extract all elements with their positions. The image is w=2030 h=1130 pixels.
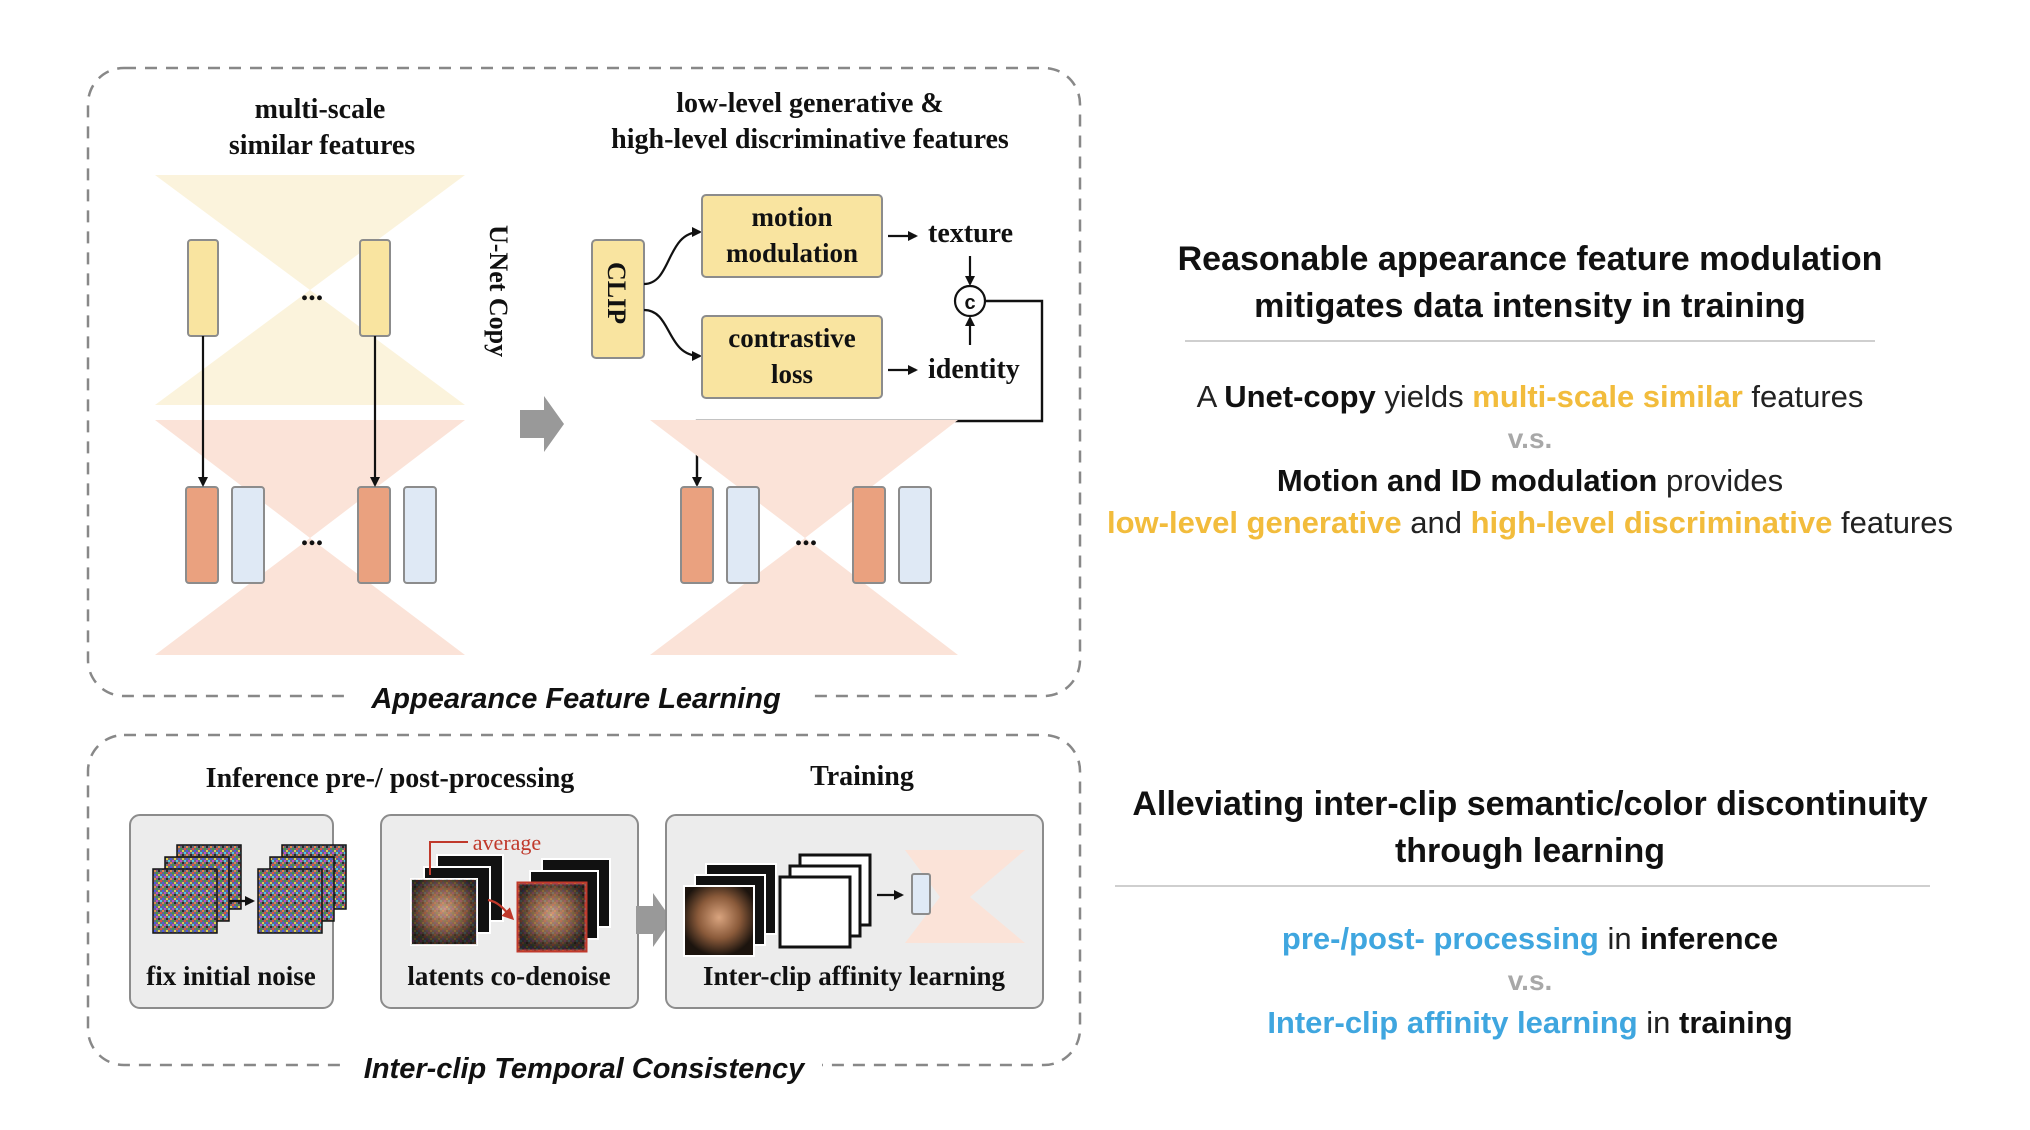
latent-noise-overlay-right — [518, 883, 586, 951]
inference-caption: Inference pre-/ post-processing — [206, 763, 575, 794]
summary-bottom-line1: pre-/post- processing in inference — [1080, 918, 1980, 960]
multi-scale-term: multi-scale similar — [1472, 379, 1743, 414]
latent-noise-overlay-left — [411, 879, 477, 945]
affinity-learning-label: Inter-clip affinity learning — [703, 961, 1005, 991]
summary-top-heading-line2: mitigates data intensity in training — [1254, 287, 1806, 325]
main-unet-block-3 — [357, 486, 391, 584]
ellipsis-main-unet-left: ... — [301, 519, 324, 552]
unet-copy-shape — [155, 175, 465, 405]
generative-caption-line2: high-level discriminative features — [611, 124, 1009, 155]
text-features: features — [1742, 379, 1864, 414]
summary-top-heading-line1: Reasonable appearance feature modulation — [1177, 240, 1883, 278]
clip-label: CLIP — [602, 262, 631, 324]
clip-to-motion-arrow — [643, 227, 702, 286]
generative-caption-line1: low-level generative & — [676, 88, 943, 119]
contrastive-box-line1: contrastive — [728, 323, 855, 353]
main-unet-left-shape — [155, 420, 465, 655]
average-label: average — [473, 830, 541, 855]
summary-top-body: A Unet-copy yields multi-scale similar f… — [1080, 376, 1980, 544]
inference-term: inference — [1640, 921, 1779, 956]
main-unet-right-block-4 — [898, 486, 932, 584]
empty-frames-stack — [778, 853, 872, 949]
noise-stack-left — [152, 844, 242, 934]
summary-bottom-body: pre-/post- processing in inference v.s. … — [1080, 918, 1980, 1044]
main-unet-block-4 — [403, 486, 437, 584]
multi-scale-caption-line2: similar features — [229, 130, 415, 161]
clip-block — [591, 239, 645, 359]
clip-to-contrastive-arrow — [643, 308, 702, 361]
unet-copy-term: Unet-copy — [1224, 379, 1376, 414]
contrastive-loss-box — [701, 315, 883, 399]
unet-copy-label: U-Net Copy — [484, 225, 513, 357]
summary-top-line1: A Unet-copy yields multi-scale similar f… — [1080, 376, 1980, 418]
transition-arrow — [520, 396, 564, 452]
text-in-2: in — [1637, 1005, 1679, 1040]
summary-bottom-heading-line1: Alleviating inter-clip semantic/color di… — [1132, 785, 1928, 823]
high-level-term: high-level discriminative — [1470, 505, 1833, 540]
main-unet-right-block-3 — [852, 486, 886, 584]
summary-top-line2: Motion and ID modulation provides — [1080, 460, 1980, 502]
temporal-unet-block — [911, 873, 931, 915]
summary-bottom-vs: v.s. — [1507, 965, 1553, 996]
unet-copy-block-right — [359, 239, 391, 337]
summary-top-line3: low-level generative and high-level disc… — [1080, 502, 1980, 544]
fix-noise-label: fix initial noise — [146, 961, 316, 991]
concat-symbol: c — [964, 292, 975, 314]
identity-label: identity — [928, 354, 1020, 385]
text-in: in — [1598, 921, 1641, 956]
texture-label: texture — [928, 218, 1013, 249]
temporal-unet-shape — [905, 850, 1025, 943]
summary-top-divider — [1185, 340, 1875, 342]
motion-id-term: Motion and ID modulation — [1276, 463, 1658, 498]
average-arrow — [487, 898, 515, 921]
low-level-term: low-level generative — [1107, 505, 1402, 540]
unet-copy-block-left — [187, 239, 219, 337]
training-term: training — [1679, 1005, 1793, 1040]
summary-bottom-heading-line2: through learning — [1394, 832, 1666, 870]
text-and: and — [1401, 505, 1471, 540]
appearance-panel: Appearance Feature Learning multi-scale … — [86, 66, 1082, 716]
appearance-panel-title: Appearance Feature Learning — [370, 683, 781, 715]
noise-stack-right — [257, 844, 347, 934]
main-unet-right-shape — [650, 420, 958, 655]
text-features-end: features — [1832, 505, 1953, 540]
temporal-panel-title: Inter-clip Temporal Consistency — [364, 1053, 806, 1085]
summary-bottom-line2: Inter-clip affinity learning in training — [1080, 1002, 1980, 1044]
summary-bottom-divider — [1115, 885, 1930, 887]
pre-post-term: pre-/post- processing — [1281, 921, 1599, 956]
summary-bottom: Alleviating inter-clip semantic/color di… — [1080, 781, 1980, 875]
co-denoise-label: latents co-denoise — [407, 961, 610, 991]
temporal-transition-arrow — [636, 893, 672, 947]
clip-frames-stack — [683, 863, 777, 957]
motion-box-line2: modulation — [726, 238, 858, 268]
training-caption: Training — [810, 761, 914, 792]
main-unet-block-1 — [185, 486, 219, 584]
contrastive-box-line2: loss — [771, 359, 813, 389]
text-a: A — [1196, 379, 1225, 414]
text-yields: yields — [1375, 379, 1473, 414]
summary-top-vs: v.s. — [1507, 423, 1553, 454]
ellipsis-unet-copy: ... — [301, 274, 324, 307]
affinity-term: Inter-clip affinity learning — [1267, 1005, 1638, 1040]
ellipsis-main-unet-right: ... — [795, 519, 818, 552]
multi-scale-caption-line1: multi-scale — [255, 94, 386, 125]
main-unet-right-block-1 — [680, 486, 714, 584]
temporal-panel: Inter-clip Temporal Consistency Inferenc… — [86, 733, 1082, 1085]
average-bracket — [429, 841, 468, 875]
main-unet-block-2 — [231, 486, 265, 584]
summary-top: Reasonable appearance feature modulation… — [1100, 236, 1960, 330]
main-unet-right-block-2 — [726, 486, 760, 584]
text-provides: provides — [1657, 463, 1784, 498]
motion-modulation-box — [701, 194, 883, 278]
motion-box-line1: motion — [752, 202, 833, 232]
